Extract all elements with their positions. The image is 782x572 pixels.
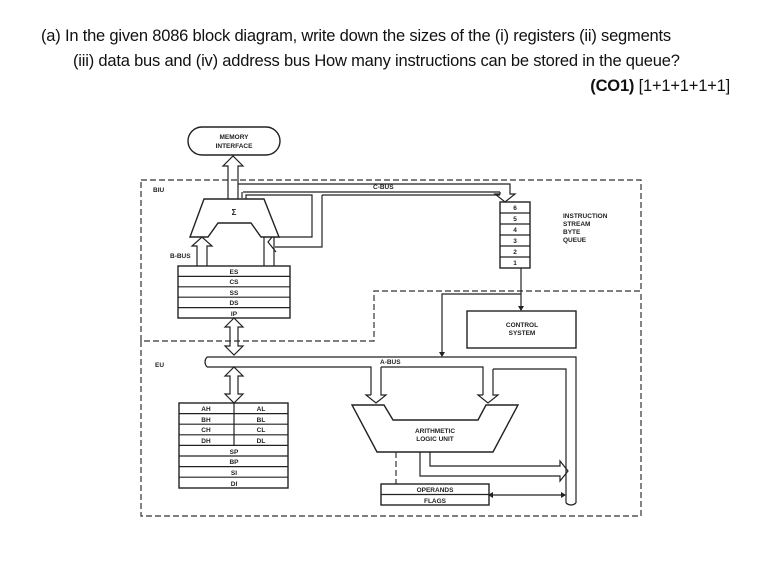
question-marks-line: (CO1) [1+1+1+1+1] bbox=[590, 77, 730, 96]
instruction-queue: 6 5 4 3 2 1 INSTRUCTION STREAM BYTE QUEU… bbox=[499, 201, 608, 269]
alu: ARITHMETIC LOGIC UNIT bbox=[350, 404, 520, 453]
a-bus: A-BUS bbox=[204, 356, 577, 506]
register-bl: BL bbox=[257, 417, 266, 424]
queue-cell-1: 1 bbox=[513, 260, 517, 267]
operands-label: OPERANDS bbox=[417, 487, 455, 494]
flags-label: FLAGS bbox=[424, 498, 447, 505]
register-cs: CS bbox=[229, 279, 239, 286]
c-bus: C-BUS bbox=[238, 183, 517, 253]
register-cl: CL bbox=[257, 427, 266, 434]
register-al: AL bbox=[257, 406, 266, 413]
register-es: ES bbox=[230, 269, 239, 276]
queue-cell-6: 6 bbox=[513, 205, 517, 212]
memory-interface-label-1: MEMORY bbox=[219, 134, 249, 141]
register-dl: DL bbox=[257, 438, 266, 445]
queue-cell-3: 3 bbox=[513, 238, 517, 245]
register-ch: CH bbox=[201, 427, 211, 434]
register-ip: IP bbox=[231, 311, 238, 318]
memory-interface-label-2: INTERFACE bbox=[216, 143, 254, 150]
register-ds: DS bbox=[229, 300, 239, 307]
course-outcome: (CO1) bbox=[590, 77, 635, 95]
queue-to-control-line bbox=[439, 268, 524, 357]
address-adder: Σ bbox=[188, 198, 281, 238]
a-bus-label: A-BUS bbox=[380, 359, 401, 366]
queue-label-4: QUEUE bbox=[563, 237, 587, 244]
eu-label: EU bbox=[155, 362, 164, 369]
queue-label-1: INSTRUCTION bbox=[563, 213, 608, 220]
eu-boundary bbox=[140, 291, 642, 517]
queue-label-2: STREAM bbox=[563, 221, 590, 228]
marks-breakdown: [1+1+1+1+1] bbox=[634, 77, 731, 95]
register-bh: BH bbox=[201, 417, 211, 424]
register-si: SI bbox=[231, 470, 237, 477]
control-system: CONTROL SYSTEM bbox=[466, 310, 577, 349]
alu-label-1: ARITHMETIC bbox=[415, 428, 455, 435]
register-ss: SS bbox=[230, 290, 239, 297]
alu-label-2: LOGIC UNIT bbox=[416, 436, 454, 443]
memory-interface: MEMORY INTERFACE bbox=[187, 126, 281, 156]
control-system-label-1: CONTROL bbox=[506, 322, 538, 329]
queue-cell-5: 5 bbox=[513, 216, 517, 223]
queue-label-3: BYTE bbox=[563, 229, 581, 236]
register-dh: DH bbox=[201, 438, 211, 445]
biu-label: BIU bbox=[153, 187, 165, 194]
control-system-label-2: SYSTEM bbox=[509, 330, 536, 337]
b-bus-label: B-BUS bbox=[170, 253, 191, 260]
b-bus: B-BUS bbox=[170, 236, 275, 266]
register-sp: SP bbox=[230, 449, 239, 456]
question-line-2: (iii) data bus and (iv) address bus How … bbox=[73, 52, 680, 70]
question-line-1: (a) In the given 8086 block diagram, wri… bbox=[41, 27, 671, 45]
abus-to-gpr-arrow bbox=[223, 366, 245, 404]
register-bp: BP bbox=[229, 459, 239, 466]
register-di: DI bbox=[231, 481, 238, 488]
flags-bus-arrow bbox=[488, 492, 566, 498]
queue-cell-2: 2 bbox=[513, 249, 517, 256]
queue-cell-4: 4 bbox=[513, 227, 517, 234]
register-ah: AH bbox=[201, 406, 211, 413]
seg-to-abus-arrow bbox=[223, 317, 245, 356]
general-registers: AH BH CH DH AL BL CL DL SP BP SI DI bbox=[178, 402, 289, 489]
sigma-icon: Σ bbox=[232, 208, 237, 217]
memory-bus-arrow bbox=[221, 155, 245, 199]
alu-output-arrow bbox=[419, 452, 569, 483]
segment-registers: ES CS SS DS IP bbox=[177, 265, 291, 319]
c-bus-label: C-BUS bbox=[373, 184, 394, 191]
operands-flags: OPERANDS FLAGS bbox=[380, 483, 490, 506]
